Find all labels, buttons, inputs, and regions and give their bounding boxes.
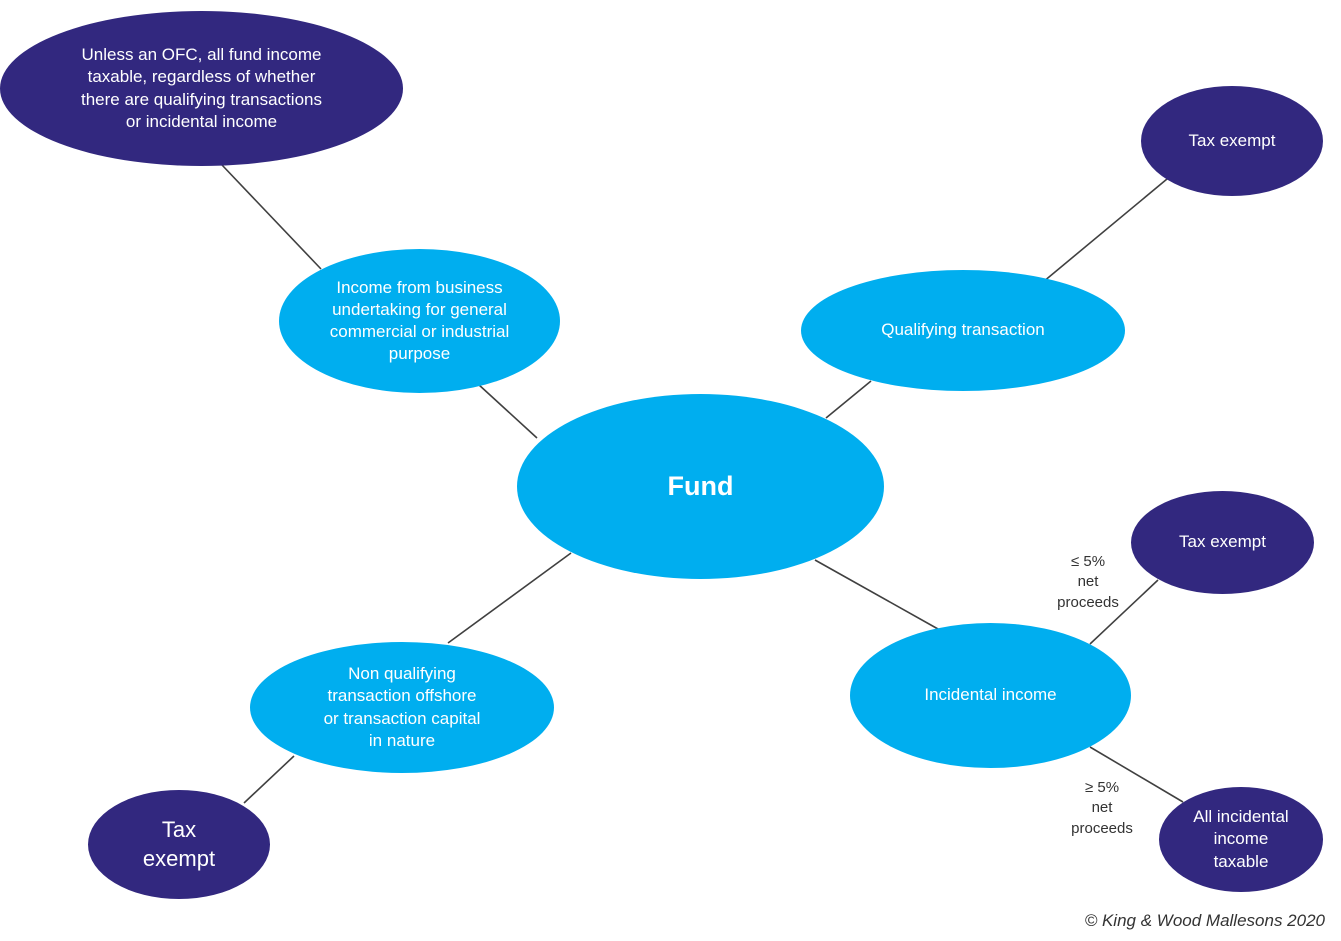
connector-fund-non-qualifying xyxy=(447,552,572,644)
edge-label-le-5-line-2: net xyxy=(1077,573,1099,591)
connector-non-qualifying-tax-exempt xyxy=(243,755,295,804)
connector-fund-business-income xyxy=(477,383,538,439)
incidental-taxable-node: All incidental income taxable xyxy=(1159,787,1323,892)
connector-fund-incidental xyxy=(814,559,939,630)
edge-label-le-5-percent: ≤ 5% net proceeds xyxy=(1046,552,1130,613)
qualifying-transaction-label: Qualifying transaction xyxy=(881,320,1045,340)
qualifying-tax-exempt-label: Tax exempt xyxy=(1188,130,1276,150)
incidental-taxable-line-1: All incidental xyxy=(1193,807,1289,827)
incidental-tax-exempt-label: Tax exempt xyxy=(1179,532,1266,552)
incidental-taxable-line-2: income xyxy=(1213,829,1269,849)
incidental-tax-exempt-node: Tax exempt xyxy=(1131,491,1314,594)
non-qualifying-line-2: transaction offshore xyxy=(327,686,477,706)
copyright-text: © King & Wood Mallesons 2020 xyxy=(1084,911,1325,930)
qualifying-tax-exempt-node: Tax exempt xyxy=(1141,86,1323,196)
connector-incidental-taxable xyxy=(1089,746,1184,803)
business-income-line-3: commercial or industrial xyxy=(329,322,510,341)
non-qualifying-line-1: Non qualifying xyxy=(348,664,456,684)
fund-node: Fund xyxy=(517,394,884,579)
edge-label-ge-5-line-3: proceeds xyxy=(1071,819,1133,837)
incidental-income-node: Incidental income xyxy=(850,623,1131,768)
business-income-line-1: Income from business xyxy=(336,277,503,297)
incidental-income-label: Incidental income xyxy=(924,685,1057,705)
non-qualifying-line-4: in nature xyxy=(368,730,436,750)
edge-label-ge-5-line-1: ≥ 5% xyxy=(1084,779,1120,796)
edge-label-ge-5-line-2: net xyxy=(1091,799,1113,817)
ofc-note-line-2: taxable, regardless of whether xyxy=(87,67,316,87)
non-qualifying-tax-exempt-line-1: Tax xyxy=(161,816,197,842)
non-qualifying-line-3: or transaction capital xyxy=(323,708,481,728)
ofc-note-line-4: or incidental income xyxy=(125,111,278,131)
ofc-note-node: Unless an OFC, all fund income taxable, … xyxy=(0,11,403,166)
connector-fund-qualifying xyxy=(825,380,872,419)
non-qualifying-node: Non qualifying transaction offshore or t… xyxy=(250,642,554,773)
business-income-line-2: undertaking for general xyxy=(332,299,507,319)
fund-label: Fund xyxy=(667,470,734,501)
ofc-note-line-1: Unless an OFC, all fund income xyxy=(81,45,322,65)
connector-incidental-tax-exempt xyxy=(1089,579,1159,645)
connector-business-income-ofc-note xyxy=(221,164,322,270)
non-qualifying-tax-exempt-line-2: exempt xyxy=(142,845,216,871)
edge-label-le-5-line-1: ≤ 5% xyxy=(1070,553,1106,570)
edge-label-le-5-line-3: proceeds xyxy=(1057,593,1119,611)
ofc-note-line-3: there are qualifying transactions xyxy=(81,89,322,109)
business-income-node: Income from business undertaking for gen… xyxy=(279,249,560,393)
qualifying-transaction-node: Qualifying transaction xyxy=(801,270,1125,391)
non-qualifying-tax-exempt-node: Tax exempt xyxy=(88,790,270,899)
incidental-taxable-line-3: taxable xyxy=(1213,851,1269,871)
business-income-line-4: purpose xyxy=(388,344,451,364)
edge-label-ge-5-percent: ≥ 5% net proceeds xyxy=(1060,778,1144,839)
connector-qualifying-tax-exempt xyxy=(1042,178,1168,283)
